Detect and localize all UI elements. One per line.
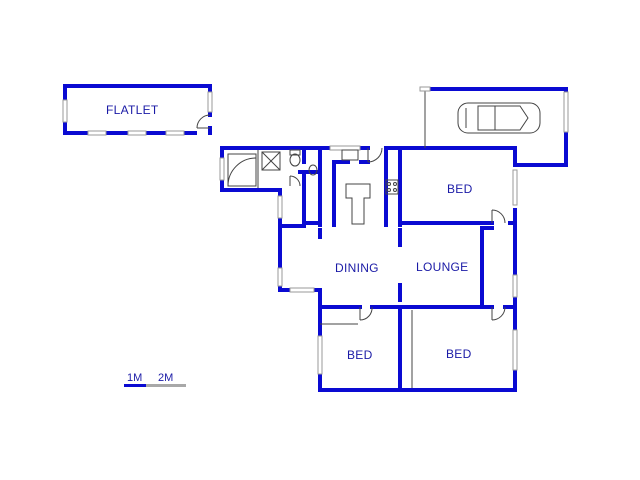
fixtures [227, 149, 399, 225]
room-label-dining: DINING [335, 261, 379, 275]
room-label-bed-bottom-left: BED [347, 348, 373, 362]
car-icon [457, 102, 541, 134]
scale-label-2m: 2M [158, 372, 174, 384]
windows [62, 86, 569, 375]
scale-bar [124, 384, 186, 387]
room-label-bed-bottom-right: BED [446, 347, 472, 361]
room-label-flatlet: FLATLET [106, 103, 159, 117]
thin-walls [257, 89, 426, 388]
room-label-bed-top: BED [447, 182, 473, 196]
doors [196, 114, 506, 321]
room-label-lounge: LOUNGE [416, 260, 469, 274]
scale-label-1m: 1M [127, 372, 143, 384]
